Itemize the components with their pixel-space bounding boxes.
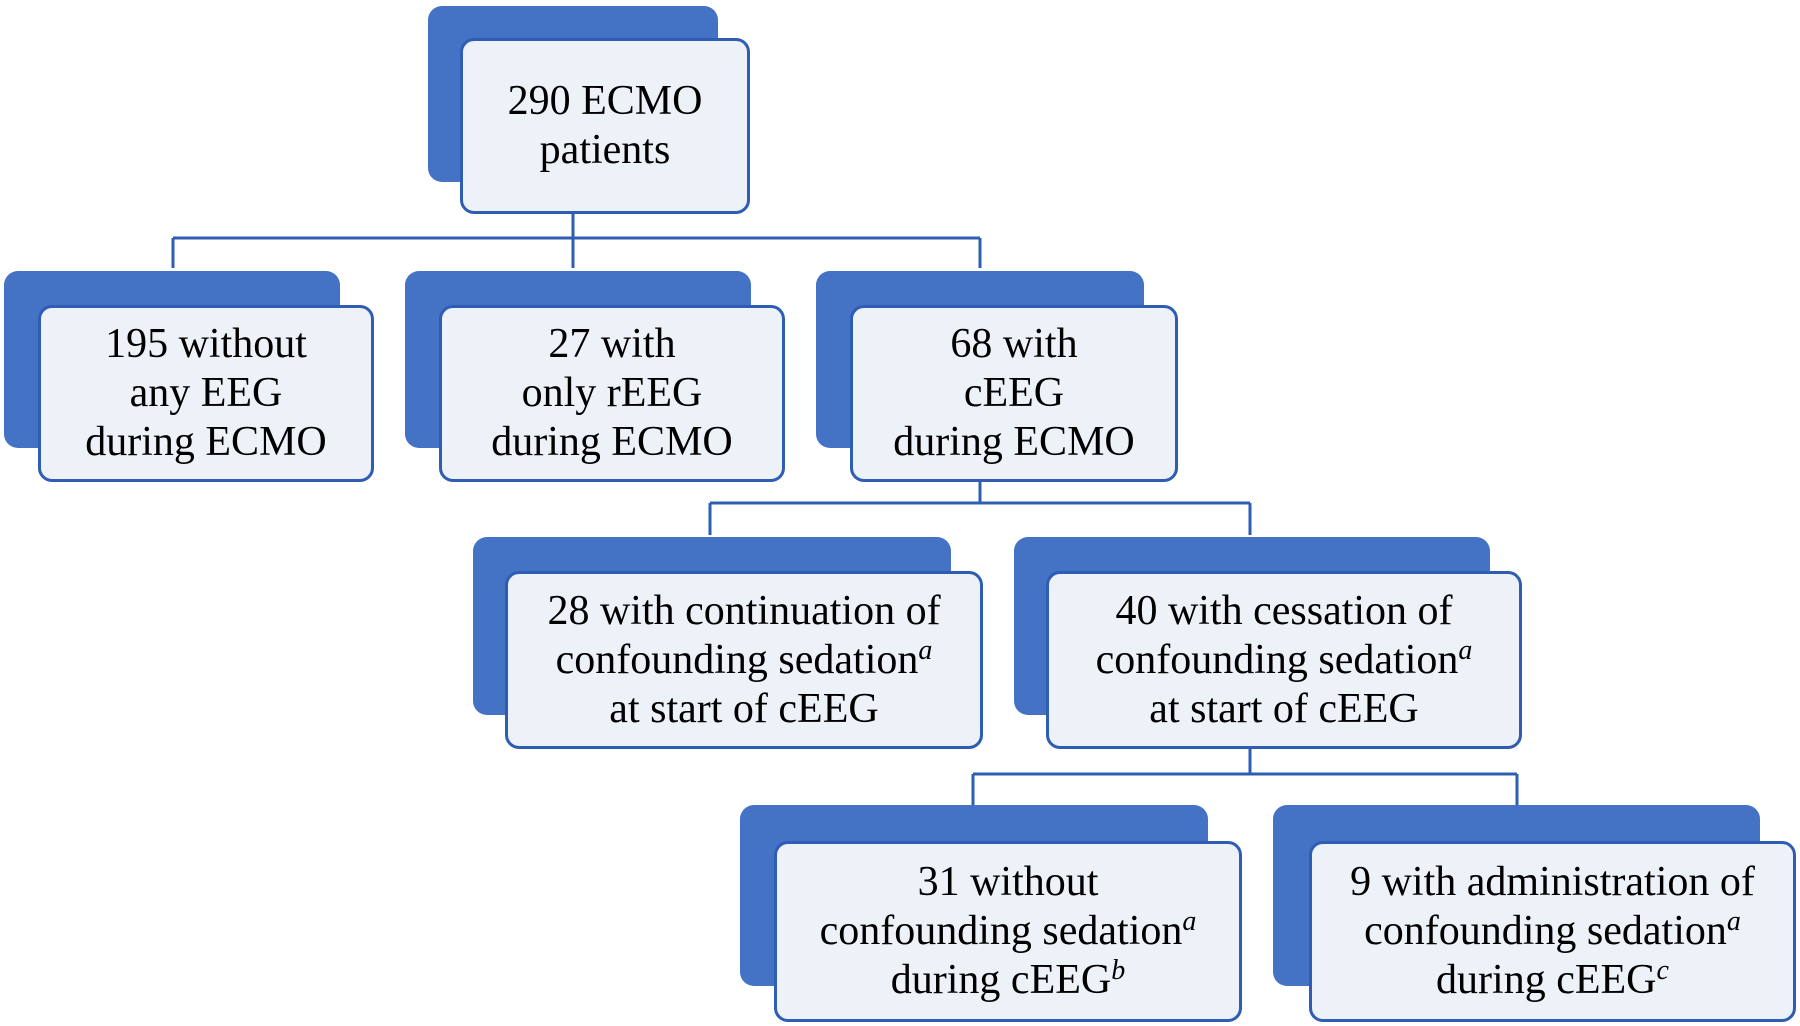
node-ceeg-line-3: during ECMO	[893, 419, 1135, 465]
node-ceeg-line-1: 68 with	[950, 321, 1078, 367]
node-cessation-line-2: confounding sedationa	[1096, 636, 1473, 685]
node-continuation-line-2-text: confounding sedation	[555, 636, 919, 683]
node-root: 290 ECMO patients	[428, 6, 750, 214]
node-without-sedation: 31 without confounding sedationa during …	[740, 805, 1242, 1022]
node-only-reeg-line-2: only rEEG	[521, 370, 703, 416]
node-only-reeg-line-1: 27 with	[548, 321, 676, 367]
node-cessation-line-3: at start of cEEG	[1149, 685, 1419, 732]
node-with-administration-line-3-text: during cEEG	[1436, 957, 1657, 1003]
node-no-eeg: 195 without any EEG during ECMO	[4, 271, 374, 482]
node-without-sedation-line-3: during cEEGb	[891, 956, 1125, 1005]
footnote-c-marker: c	[1656, 955, 1669, 986]
node-with-administration-line-3: during cEEGc	[1436, 956, 1669, 1005]
footnote-b-marker: b	[1111, 955, 1126, 986]
node-with-administration-line-2: confounding sedationa	[1364, 907, 1741, 956]
node-with-administration-line-1: 9 with administration of	[1350, 859, 1755, 905]
node-root-line-1: 290 ECMO	[507, 78, 703, 124]
node-ceeg-line-2: cEEG	[963, 370, 1065, 416]
node-cessation-line-2-text: confounding sedation	[1095, 636, 1459, 683]
footnote-a-marker: a	[1458, 634, 1473, 666]
node-cessation-line-1: 40 with cessation of	[1115, 587, 1453, 634]
node-with-administration: 9 with administration of confounding sed…	[1273, 805, 1796, 1022]
node-no-eeg-line-1: 195 without	[105, 321, 307, 367]
node-no-eeg-line-2: any EEG	[129, 370, 283, 416]
footnote-a-marker: a	[1182, 906, 1197, 937]
node-cessation: 40 with cessation of confounding sedatio…	[1014, 537, 1522, 749]
node-only-reeg-line-3: during ECMO	[491, 419, 733, 465]
node-continuation-line-3: at start of cEEG	[609, 685, 879, 732]
node-with-administration-line-2-text: confounding sedation	[1364, 908, 1727, 954]
node-without-sedation-line-2-text: confounding sedation	[819, 908, 1183, 954]
node-only-reeg: 27 with only rEEG during ECMO	[405, 271, 785, 482]
node-ceeg: 68 with cEEG during ECMO	[816, 271, 1178, 482]
node-continuation: 28 with continuation of confounding seda…	[473, 537, 983, 749]
node-continuation-line-1: 28 with continuation of	[547, 587, 941, 634]
node-without-sedation-line-3-text: during cEEG	[890, 957, 1112, 1003]
node-root-line-2: patients	[539, 127, 671, 173]
footnote-a-marker: a	[918, 634, 933, 666]
node-continuation-line-2: confounding sedationa	[556, 636, 933, 685]
footnote-a-marker: a	[1726, 906, 1741, 937]
node-no-eeg-line-3: during ECMO	[85, 419, 327, 465]
node-without-sedation-line-1: 31 without	[917, 859, 1099, 905]
node-without-sedation-line-2: confounding sedationa	[820, 907, 1197, 956]
